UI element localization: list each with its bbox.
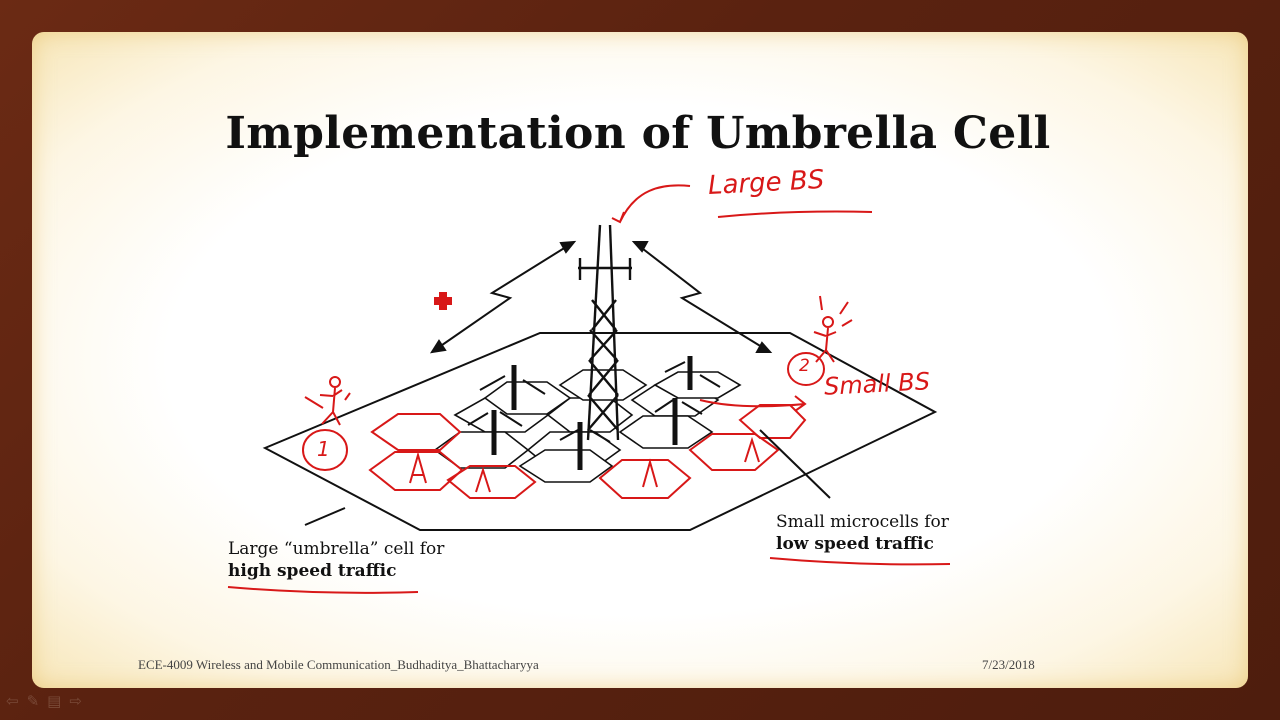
pen-icon[interactable]: ✎ [26, 692, 40, 710]
slides-icon[interactable]: ▤ [47, 692, 62, 710]
next-arrow-icon[interactable]: ⇨ [69, 692, 82, 710]
right-caption-underline [769, 557, 951, 566]
large-bs-label: Large BS [707, 164, 825, 202]
large-bs-annotation-arrow [611, 184, 691, 224]
footer-date: 7/23/2018 [982, 657, 1035, 672]
left-caption-underline [227, 586, 419, 594]
user1-circle [302, 429, 348, 471]
umbrella-caption-line2: high speed traffic [228, 561, 397, 581]
plus-cursor-icon [434, 292, 452, 310]
microcell-caption-line2: low speed traffic [776, 534, 934, 554]
large-bs-underline [717, 210, 873, 218]
small-bs-annotation-arrow [699, 395, 807, 412]
microcell-caption-pointer [759, 429, 831, 499]
annotation-red-hexagons [368, 404, 807, 499]
annotation-red-antennas [409, 436, 760, 493]
umbrella-caption-line1: Large “umbrella” cell for [228, 539, 445, 559]
user2-stick-figure [813, 295, 853, 363]
umbrella-cell-caption: Large “umbrella” cell for high speed tra… [228, 538, 444, 582]
slideshow-controls: ⇦ ✎ ▤ ⇨ [6, 692, 82, 710]
user1-stick-figure [304, 376, 351, 426]
user2-circle [787, 352, 825, 386]
user2-number: 2 [799, 356, 810, 376]
microcell-signal-arrows [467, 361, 721, 443]
slide-canvas [32, 32, 1248, 688]
microcell-caption: Small microcells for low speed traffic [776, 511, 949, 555]
slide-title: Implementation of Umbrella Cell [225, 108, 1051, 159]
umbrella-caption-pointer [304, 507, 346, 526]
small-bs-label: Small BS [823, 367, 931, 401]
large-bs-tower [578, 224, 632, 441]
umbrella-signal-arrows [429, 240, 773, 354]
prev-arrow-icon[interactable]: ⇦ [6, 692, 19, 710]
microcell-towers [491, 356, 693, 470]
microcell-caption-line1: Small microcells for [776, 512, 949, 532]
user1-number: 1 [317, 437, 330, 461]
umbrella-cell-hexagon [262, 332, 938, 531]
footer-course: ECE-4009 Wireless and Mobile Communicati… [138, 657, 539, 672]
